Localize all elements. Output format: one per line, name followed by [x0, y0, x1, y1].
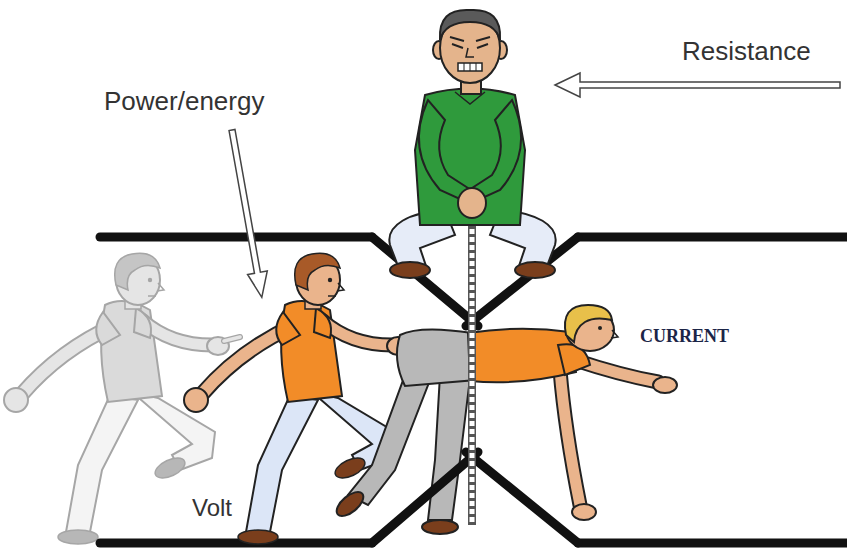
rope: [470, 205, 475, 525]
pants: [397, 329, 476, 386]
callout-label: Resistance: [682, 36, 811, 67]
hand: [572, 504, 596, 520]
leg: [348, 375, 430, 505]
pipe-wall: [466, 452, 578, 543]
arm: [560, 370, 580, 505]
nose: [611, 330, 618, 338]
hair: [565, 305, 612, 342]
hands: [458, 188, 486, 218]
teeth: [464, 63, 476, 71]
callout-label: Power/energy: [104, 86, 264, 117]
figure-label: Volt: [192, 494, 232, 523]
eye: [598, 326, 602, 330]
leader-arrow: [555, 73, 840, 97]
hair: [440, 10, 500, 40]
rope: [472, 205, 473, 525]
mouth: [458, 63, 482, 71]
leader-arrow: [222, 128, 272, 299]
leader-arrow: [222, 128, 272, 299]
shoe: [422, 520, 458, 534]
pipe-wall: [578, 233, 847, 242]
shirt: [415, 89, 525, 226]
rope: [468, 205, 476, 525]
pipe-wall: [100, 233, 372, 242]
collar: [455, 92, 485, 104]
shoe: [390, 262, 430, 278]
arm: [472, 100, 521, 200]
pipe-wall: [372, 237, 478, 326]
leg: [428, 375, 470, 520]
pipe-wall: [372, 452, 478, 543]
arm: [419, 100, 468, 200]
volt-figure: [184, 253, 420, 544]
arm: [560, 370, 580, 505]
hand: [653, 377, 677, 393]
pipe-wall: [466, 237, 578, 326]
current-figure: [333, 305, 677, 534]
resistance-figure: [389, 10, 555, 278]
nose: [466, 48, 474, 57]
figure-label: CURRENT: [640, 326, 729, 348]
eyes: [450, 37, 490, 48]
pipe-wall: [578, 539, 847, 548]
shoe: [515, 262, 555, 278]
shoe: [333, 488, 368, 521]
pipe-wall: [100, 539, 372, 548]
